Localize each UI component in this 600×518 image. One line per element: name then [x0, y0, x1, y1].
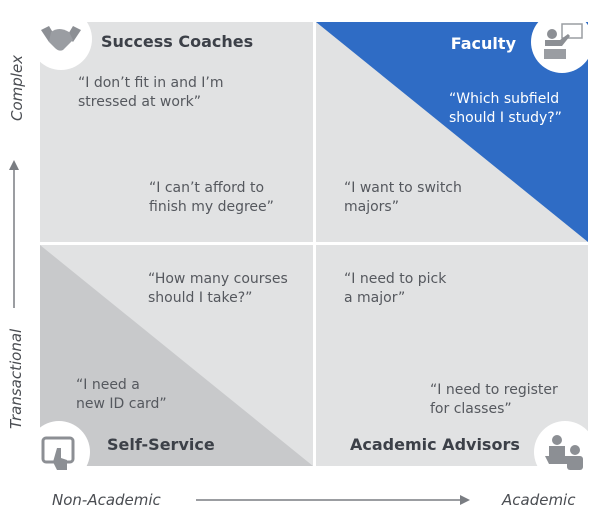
faculty-triangle	[316, 22, 588, 242]
y-axis-top-label: Complex	[8, 54, 26, 121]
self-service-triangle	[40, 245, 313, 466]
x-axis-left-label: Non-Academic	[52, 491, 161, 509]
x-axis-arrow	[196, 495, 470, 505]
quadrant-academic-advisors: Academic Advisors “I need to pick a majo…	[316, 245, 588, 466]
quote: “Which subfield should I study?”	[449, 91, 562, 126]
advisor-meeting-icon	[534, 421, 596, 483]
quote: “I need to pick a major”	[344, 271, 447, 306]
quote: “I need a new ID card”	[76, 377, 167, 412]
x-axis-right-label: Academic	[502, 491, 576, 509]
touchscreen-icon	[28, 421, 90, 483]
presenter-icon	[531, 11, 593, 73]
quote: “I want to switch majors”	[344, 180, 462, 215]
quadrant-title: Success Coaches	[101, 32, 254, 51]
y-axis-bottom-label: Transactional	[7, 328, 25, 429]
quote: “I don’t fit in and I’m stressed at work…	[78, 75, 224, 110]
quote: “How many courses should I take?”	[148, 271, 288, 306]
handshake-icon	[30, 8, 92, 70]
quote: “I can’t afford to finish my degree”	[149, 180, 274, 215]
y-axis-arrow	[9, 160, 19, 308]
quote: “I need to register for classes”	[430, 382, 558, 417]
quadrant-title: Academic Advisors	[350, 435, 520, 454]
quadrant-title: Self-Service	[107, 435, 215, 454]
quadrant-success-coaches: Success Coaches “I don’t fit in and I’m …	[40, 22, 313, 242]
quadrant-title: Faculty	[450, 34, 516, 53]
quadrant-self-service: Self-Service “How many courses should I …	[40, 245, 313, 466]
quadrant-faculty: Faculty “Which subfield should I study?”…	[316, 22, 588, 242]
